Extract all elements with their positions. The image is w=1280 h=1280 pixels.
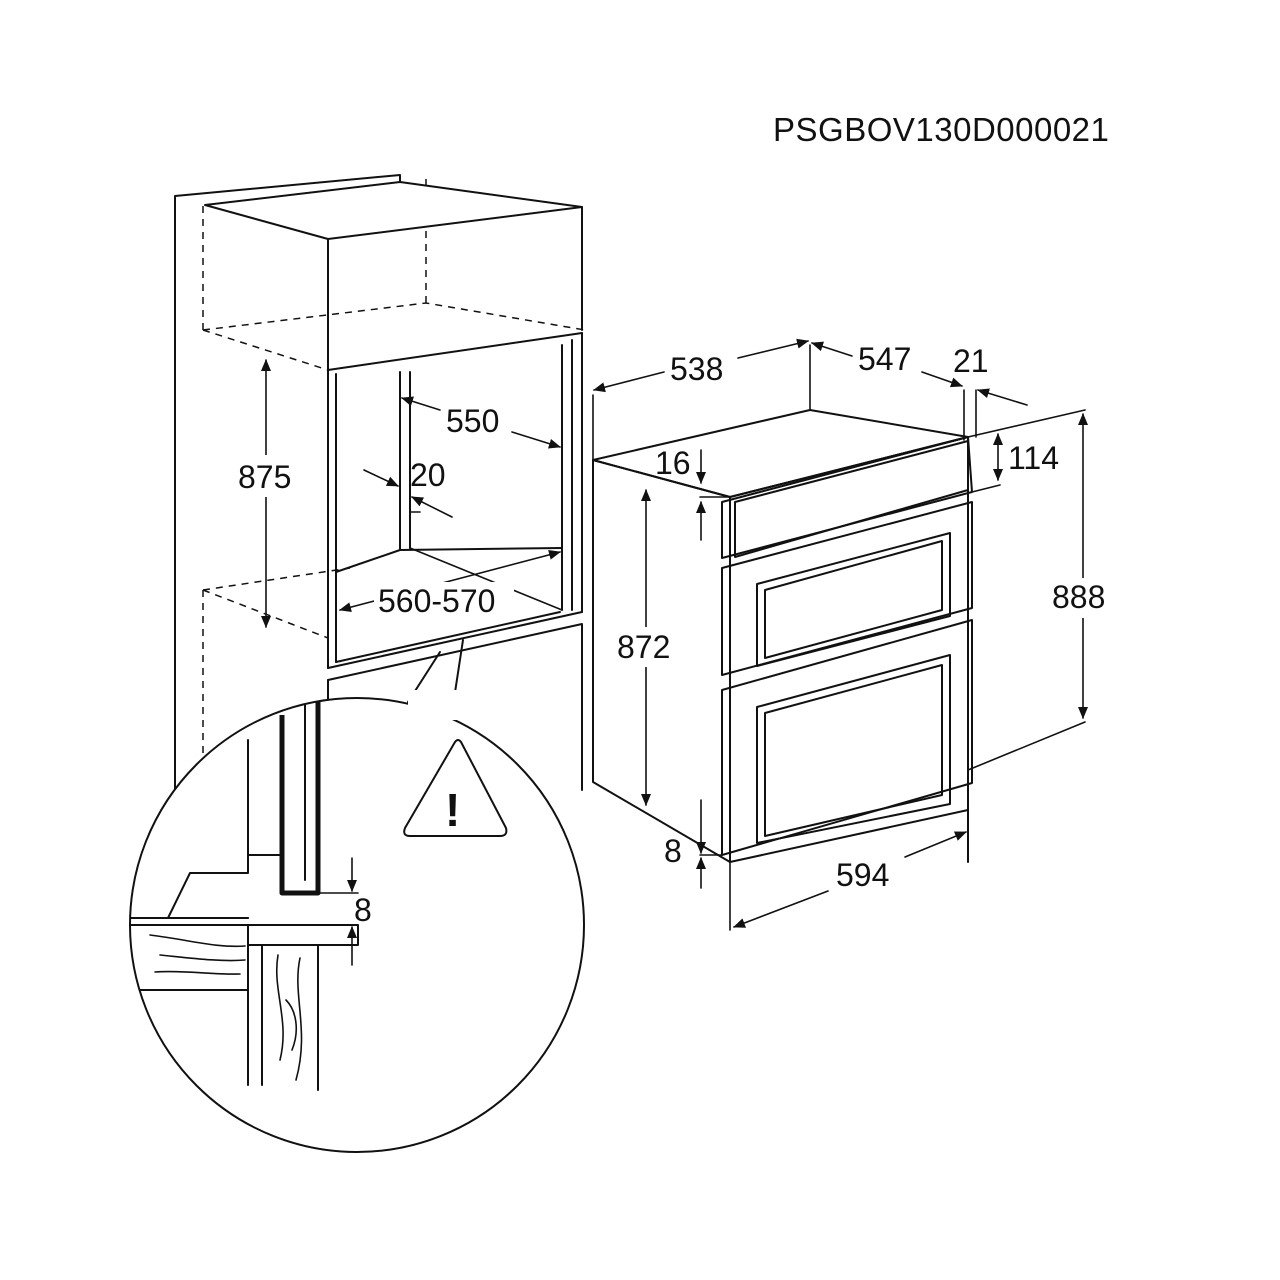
document-code: PSGBOV130D000021 [773,111,1109,148]
panel-114-label: 114 [1008,440,1059,476]
width-560-570-label: 560-570 [378,583,495,619]
svg-text:!: ! [445,784,460,836]
oven-dimensions: 538 547 21 16 114 872 888 8 594 [593,338,1116,928]
depth-547-arrow-left [811,341,853,357]
height-872-label: 872 [617,629,670,665]
oven [592,344,1086,931]
clearance-8-label: 8 [354,892,372,928]
height-875-label: 875 [238,459,291,495]
depth-550-arrow-left [401,396,441,411]
front-21-arrow [977,388,1028,406]
cabinet-dimensions: 875 550 20 560-570 [230,359,561,628]
height-888-label: 888 [1052,579,1105,615]
depth-547-arrow-right [921,371,963,388]
width-594-arrow-right [904,831,967,858]
depth-538-arrow-left [593,371,665,393]
width-594-arrow-left [733,890,829,928]
front-21-label: 21 [953,343,989,379]
depth-547-label: 547 [858,341,911,377]
gap-20-arrow-right [411,496,453,518]
depth-550-label: 550 [446,403,499,439]
gap-20-label: 20 [410,457,446,493]
bottom-8-label: 8 [664,833,682,869]
depth-538-label: 538 [670,351,723,387]
width-594-label: 594 [836,857,889,893]
depth-538-arrow-right [737,338,809,359]
warning-icon: ! [403,739,508,837]
depth-550-arrow-right [511,431,561,449]
gap-20-arrow-left [363,469,399,487]
top-16-label: 16 [655,445,691,481]
detail-callout: 8 ! [129,639,585,1153]
